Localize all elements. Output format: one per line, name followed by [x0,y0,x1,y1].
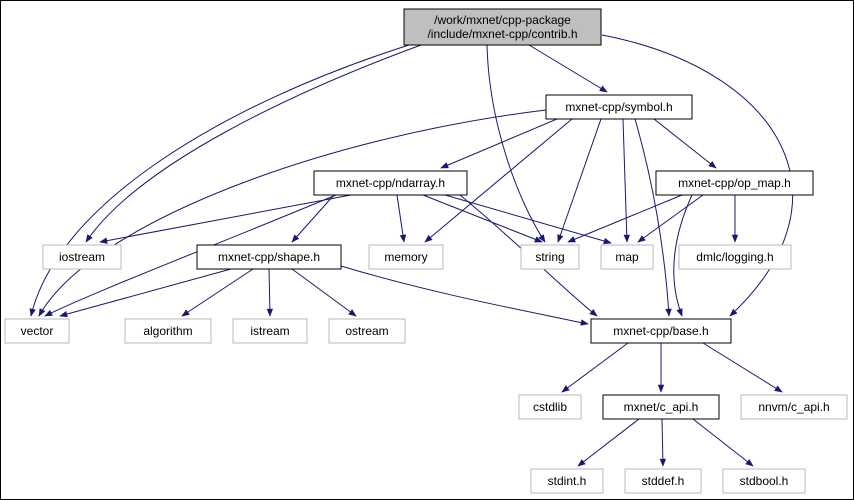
edge-contrib-to-string [486,44,546,243]
node-ostream: ostream [328,318,406,344]
node-box-contrib [403,8,602,46]
node-label-cstdlib: cstdlib [533,400,567,414]
edge-ndarray-to-shape [291,194,335,243]
node-iostream: iostream [42,244,122,270]
edge-opmap-to-base [673,194,693,317]
edge-base-to-cstdlib [561,342,629,393]
node-label-map: map [615,250,639,264]
edge-symbol-to-base [634,118,672,317]
node-box-nnvm [740,394,848,420]
node-label-string: string [535,250,564,264]
node-map: map [600,244,654,270]
edge-symbol-to-map [622,118,630,243]
node-label-symbol: mxnet-cpp/symbol.h [565,100,672,114]
node-label-vector: vector [21,324,54,338]
node-box-capi[interactable] [602,394,720,420]
edge-capi-to-stdbool [692,418,754,467]
node-box-map [600,244,654,270]
node-box-base[interactable] [590,318,732,344]
node-box-stddef [624,468,702,494]
edge-shape-to-base [340,265,589,326]
edge-shape-to-ostream [291,268,357,317]
edge-symbol-to-string [557,118,602,243]
node-label-opmap: mxnet-cpp/op_map.h [678,176,791,190]
node-box-istream [232,318,308,344]
edge-shape-to-vector [59,268,232,318]
node-logging: dmlc/logging.h [678,244,792,270]
node-label-iostream: iostream [59,250,105,264]
edge-contrib-to-vector [29,44,410,317]
node-label-contrib-line1: /work/mxnet/cpp-package [434,13,571,27]
node-vector: vector [4,318,70,344]
node-nnvm: nnvm/c_api.h [740,394,848,420]
node-shape[interactable]: mxnet-cpp/shape.h [196,244,342,270]
node-box-ostream [328,318,406,344]
node-algorithm: algorithm [124,318,212,344]
edge-ndarray-to-string [422,194,543,243]
node-label-base: mxnet-cpp/base.h [613,324,708,338]
node-opmap[interactable]: mxnet-cpp/op_map.h [655,170,814,196]
node-box-vector [4,318,70,344]
node-label-ostream: ostream [345,324,388,338]
node-stdint: stdint.h [530,468,604,494]
node-label-stdbool: stdbool.h [740,474,789,488]
edge-base-to-nnvm [702,342,783,393]
node-label-memory: memory [384,250,427,264]
edge-opmap-to-string [567,194,683,243]
node-box-stdint [530,468,604,494]
node-box-opmap[interactable] [655,170,814,196]
node-capi[interactable]: mxnet/c_api.h [602,394,720,420]
node-string: string [520,244,580,270]
node-memory: memory [368,244,444,270]
edge-capi-to-stdint [577,418,640,467]
edge-ndarray-to-vector [44,194,337,317]
node-label-istream: istream [250,324,289,338]
edge-layer [29,34,794,467]
node-box-string [520,244,580,270]
node-istream: istream [232,318,308,344]
node-symbol[interactable]: mxnet-cpp/symbol.h [545,94,693,120]
node-label-nnvm: nnvm/c_api.h [758,400,829,414]
node-label-contrib-line2: /include/mxnet-cpp/contrib.h [427,27,577,41]
edge-shape-to-istream [266,268,274,317]
edge-symbol-to-memory [424,118,573,243]
node-box-cstdlib [518,394,582,420]
node-cstdlib: cstdlib [518,394,582,420]
edge-contrib-to-symbol [528,44,608,93]
node-label-algorithm: algorithm [143,324,192,338]
edge-ndarray-to-iostream [99,194,352,244]
node-stdbool: stdbool.h [722,468,806,494]
node-stddef: stddef.h [624,468,702,494]
node-label-stdint: stdint.h [548,474,587,488]
edge-symbol-to-vector [38,109,547,317]
edge-contrib-to-iostream [85,44,422,243]
node-box-ndarray[interactable] [313,170,468,196]
edge-opmap-to-map [637,194,704,243]
node-layer: /work/mxnet/cpp-package/include/mxnet-cp… [4,8,848,494]
node-ndarray[interactable]: mxnet-cpp/ndarray.h [313,170,468,196]
edge-ndarray-to-map [444,194,612,245]
node-label-stddef: stddef.h [642,474,685,488]
node-label-ndarray: mxnet-cpp/ndarray.h [336,176,445,190]
node-box-symbol[interactable] [545,94,693,120]
edge-ndarray-to-memory [396,194,407,243]
node-box-logging [678,244,792,270]
node-label-capi: mxnet/c_api.h [624,400,699,414]
node-box-shape[interactable] [196,244,342,270]
node-box-memory [368,244,444,270]
node-box-iostream [42,244,122,270]
node-label-shape: mxnet-cpp/shape.h [218,250,320,264]
node-label-logging: dmlc/logging.h [696,250,773,264]
edge-symbol-to-ndarray [440,118,558,169]
node-box-stdbool [722,468,806,494]
node-box-algorithm [124,318,212,344]
edge-shape-to-algorithm [181,268,254,317]
node-contrib: /work/mxnet/cpp-package/include/mxnet-cp… [403,8,602,46]
edge-capi-to-stddef [659,418,667,467]
node-base[interactable]: mxnet-cpp/base.h [590,318,732,344]
edge-symbol-to-opmap [653,118,717,169]
